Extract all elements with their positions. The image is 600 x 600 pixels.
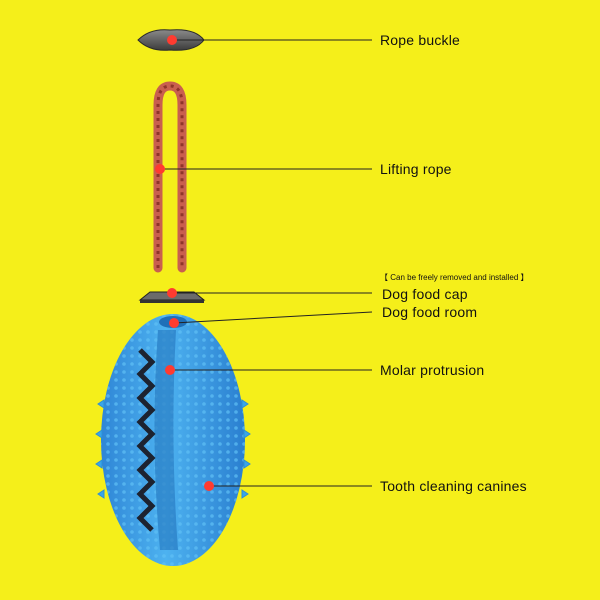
- lifting-rope: [153, 81, 187, 273]
- marker-tooth-canines: [204, 481, 214, 491]
- marker-dog-food-room: [169, 318, 179, 328]
- marker-rope-buckle: [167, 35, 177, 45]
- label-dog-food-cap: Dog food cap: [382, 286, 468, 302]
- marker-dog-food-cap: [167, 288, 177, 298]
- toy-ball: [95, 314, 251, 566]
- marker-dots: [155, 35, 214, 491]
- label-rope-buckle: Rope buckle: [380, 32, 461, 48]
- marker-molar-protrusion: [165, 365, 175, 375]
- label-lifting-rope: Lifting rope: [380, 161, 452, 177]
- label-molar-protrusion: Molar protrusion: [380, 362, 485, 378]
- label-dog-food-room: Dog food room: [382, 304, 478, 320]
- marker-lifting-rope: [155, 164, 165, 174]
- label-cap-note: 【 Can be freely removed and installed 】: [380, 273, 529, 282]
- leader-lines: [160, 39, 373, 487]
- label-tooth-canines: Tooth cleaning canines: [380, 478, 527, 494]
